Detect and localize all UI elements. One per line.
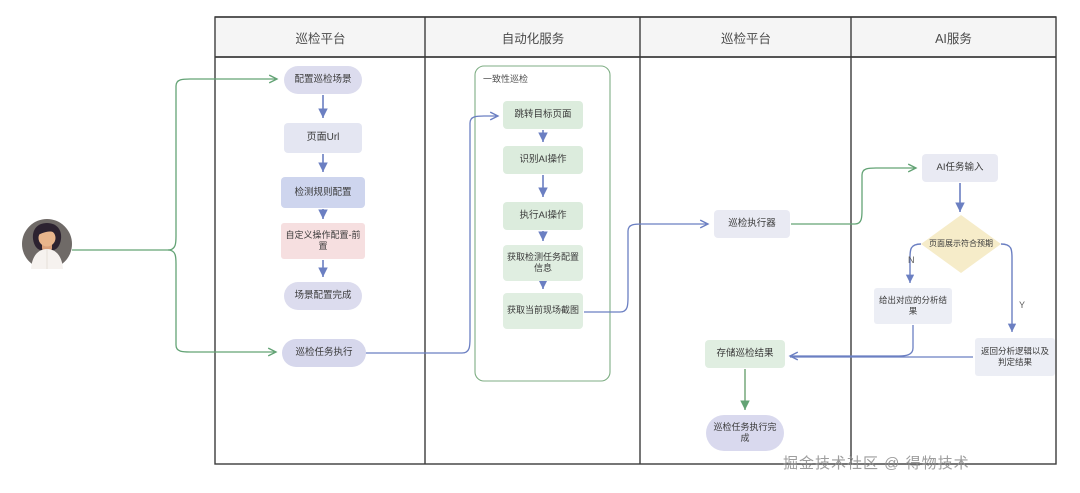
- edge-task-to-jump: [365, 116, 498, 354]
- node-detect-rule-config[interactable]: 检测规则配置: [281, 177, 365, 208]
- lane-title-3: 巡检平台: [720, 31, 771, 46]
- node-goto-target-page[interactable]: 跳转目标页面: [503, 101, 583, 129]
- watermark: 掘金技术社区 @ 得物技术: [783, 455, 970, 472]
- edge-executor-to-ai: [791, 168, 916, 225]
- edge-capture-to-executor: [584, 224, 708, 313]
- node-capture-screenshot[interactable]: 获取当前现场截图: [503, 293, 583, 329]
- lane-title-2: 自动化服务: [501, 31, 565, 46]
- node-decision-expected[interactable]: 页面展示符合预期: [921, 215, 1001, 273]
- node-page-url[interactable]: 页面Url: [284, 123, 362, 153]
- node-ai-task-input[interactable]: AI任务输入: [922, 154, 998, 182]
- node-config-scene[interactable]: 配置巡检场景: [284, 66, 362, 94]
- node-store-result[interactable]: 存储巡检结果: [705, 340, 785, 368]
- actor-edges: [72, 79, 277, 352]
- group-box-consistency: [474, 65, 611, 382]
- node-analysis-result[interactable]: 给出对应的分析结果: [874, 288, 952, 324]
- edge-label-y: Y: [1019, 300, 1026, 310]
- node-recognize-ai-op[interactable]: 识别AI操作: [503, 146, 583, 174]
- edge-label-n: N: [908, 255, 915, 265]
- edge-decision-y: [1000, 243, 1017, 332]
- decision-label: 页面展示符合预期: [929, 238, 993, 248]
- node-custom-op-pre[interactable]: 自定义操作配置-前置: [281, 223, 365, 259]
- node-fetch-task-config[interactable]: 获取检测任务配置信息: [503, 245, 583, 281]
- node-execute-ai-op[interactable]: 执行AI操作: [503, 202, 583, 230]
- edge-decision-n: [905, 243, 922, 283]
- lane-header-band: [216, 18, 1055, 56]
- node-inspection-executor[interactable]: 巡检执行器: [714, 210, 790, 238]
- edge-analysis-to-store: [790, 325, 914, 356]
- lane-title-1: 巡检平台: [295, 31, 346, 46]
- node-return-logic-result[interactable]: 返回分析逻辑以及判定结果: [975, 338, 1055, 376]
- lane-title-4: AI服务: [935, 31, 972, 46]
- node-task-complete[interactable]: 巡检任务执行完成: [706, 415, 784, 451]
- group-label-consistency: 一致性巡检: [483, 74, 529, 84]
- avatar-illustration: [22, 219, 72, 269]
- node-inspection-task-run[interactable]: 巡检任务执行: [282, 339, 366, 367]
- node-scene-config-done[interactable]: 场景配置完成: [284, 282, 362, 310]
